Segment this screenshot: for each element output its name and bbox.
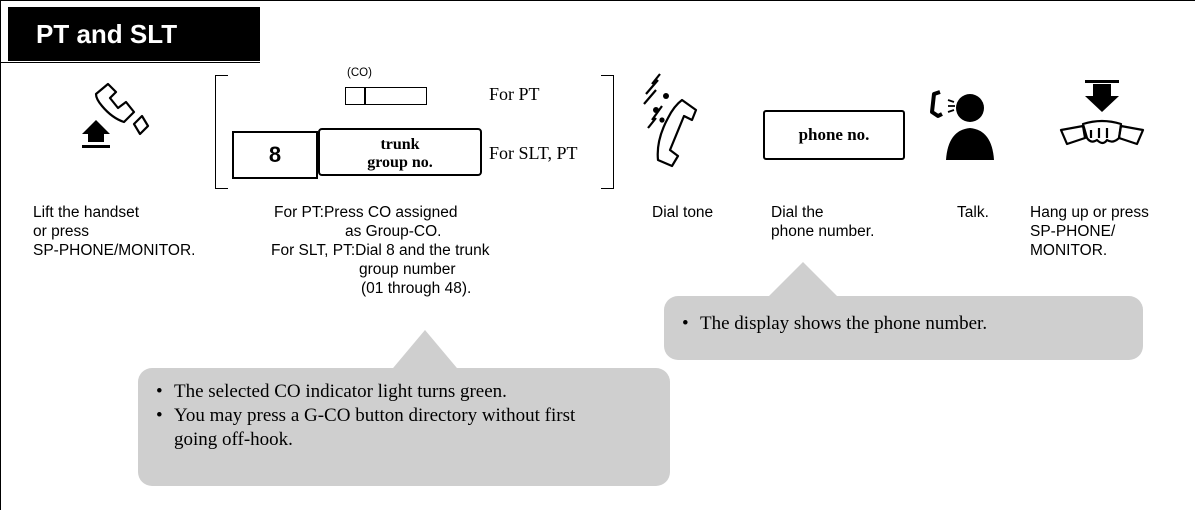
co-label: (CO) xyxy=(347,67,372,79)
lift-caption-line2: or press xyxy=(33,223,89,240)
callout-display: The display shows the phone number. xyxy=(664,296,1143,360)
title-underline xyxy=(0,62,260,63)
dial-tone-icon xyxy=(643,73,698,168)
talk-caption: Talk. xyxy=(957,204,989,221)
lift-caption-line3: SP-PHONE/MONITOR. xyxy=(33,242,196,259)
left-bracket xyxy=(215,75,228,189)
slt-caption-line3: (01 through 48). xyxy=(361,280,472,297)
phone-number-box: phone no. xyxy=(763,110,905,160)
callout-co-item-2: You may press a G-CO button directory wi… xyxy=(156,404,614,452)
co-button xyxy=(345,87,427,105)
frame-top-border xyxy=(0,0,1195,1)
dial-phone-caption-line2: phone number. xyxy=(771,223,875,240)
dial-tone-caption: Dial tone xyxy=(652,204,714,221)
callout-display-pointer xyxy=(763,262,843,302)
for-slt-pt-label: For SLT, PT xyxy=(489,143,578,163)
callout-co-pointer xyxy=(383,330,467,380)
callout-display-item: The display shows the phone number. xyxy=(682,312,1143,336)
lift-handset-icon xyxy=(82,82,150,148)
callout-co: The selected CO indicator light turns gr… xyxy=(138,368,670,486)
dial-8-key: 8 xyxy=(232,131,318,179)
slt-caption-line2: group number xyxy=(359,261,456,278)
hangup-caption-line1: Hang up or press xyxy=(1030,204,1149,221)
slt-caption-line1: For SLT, PT:Dial 8 and the trunk xyxy=(271,242,490,259)
pt-caption-line1: For PT:Press CO assigned xyxy=(274,204,458,221)
hang-up-icon xyxy=(1059,80,1145,146)
trunk-line2: group no. xyxy=(367,154,433,171)
callout-co-item-1: The selected CO indicator light turns gr… xyxy=(156,380,656,404)
for-pt-label: For PT xyxy=(489,84,540,104)
trunk-line1: trunk xyxy=(380,136,420,153)
frame-left-border xyxy=(0,0,1,510)
pt-caption-line2: as Group-CO. xyxy=(345,223,442,240)
right-bracket xyxy=(601,75,614,189)
dial-phone-caption-line1: Dial the xyxy=(771,204,824,221)
trunk-group-box: trunk group no. xyxy=(318,128,482,176)
hangup-caption-line3: MONITOR. xyxy=(1030,242,1108,259)
lift-caption-line1: Lift the handset xyxy=(33,204,139,221)
section-title: PT and SLT xyxy=(8,7,260,61)
hangup-caption-line2: SP-PHONE/ xyxy=(1030,223,1116,240)
talk-icon xyxy=(930,90,994,160)
